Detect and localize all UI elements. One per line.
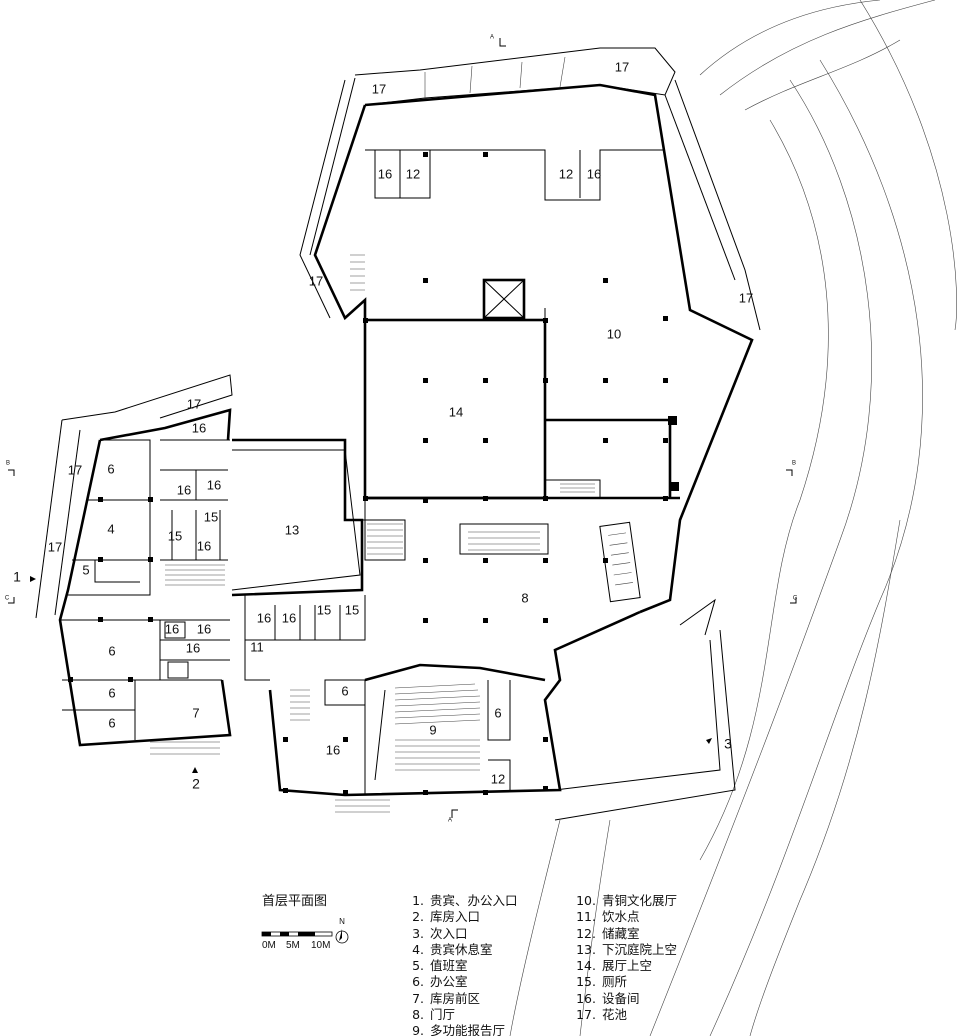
legend-item: 14.展厅上空 [576, 958, 653, 974]
room-label: 8 [521, 590, 528, 605]
room-label: 17 [615, 59, 629, 74]
exterior-walls [58, 83, 754, 797]
room-label: 9 [429, 722, 436, 737]
north-arrow-icon: N [335, 917, 349, 944]
room-labels: 17 17 17 17 17 17 17 16 12 12 16 10 14 1… [13, 59, 753, 791]
room-label: 12 [406, 166, 420, 181]
section-mark-c-right: C [793, 596, 798, 602]
room-label: 17 [187, 396, 201, 411]
room-label: 16 [192, 420, 206, 435]
legend-item: 17.花池 [576, 1007, 628, 1023]
room-label: 16 [207, 477, 221, 492]
room-label: 4 [107, 521, 114, 536]
section-mark-a-bottom: A [448, 818, 452, 824]
entrance-label: 3 [724, 736, 732, 752]
room-label: 6 [107, 461, 114, 476]
room-label: 12 [559, 166, 573, 181]
room-label: 15 [168, 528, 182, 543]
room-label: 6 [108, 685, 115, 700]
legend-item: 7.库房前区 [412, 990, 481, 1006]
plan-title: 首层平面图 [262, 894, 328, 909]
legend-item: 10.青铜文化展厅 [576, 893, 678, 908]
scale-label-0: 0M [262, 940, 276, 951]
room-label: 6 [108, 643, 115, 658]
room-label: 16 [587, 166, 601, 181]
scale-label-5: 5M [286, 940, 300, 951]
room-label: 16 [197, 538, 211, 553]
room-label: 12 [491, 771, 505, 786]
section-marks: A A B B C C [5, 35, 798, 824]
legend-left: 1.贵宾、办公入口 2.库房入口 3.次入口 4.贵宾休息室 5.值班室 6.办… [398, 893, 518, 1036]
room-label: 7 [192, 705, 199, 720]
legend-item: 2.库房入口 [412, 909, 481, 925]
room-label: 14 [449, 404, 463, 419]
stairs-escalators [150, 254, 641, 813]
room-label: 16 [197, 621, 211, 636]
section-mark-c-left: C [5, 596, 10, 602]
legend-item: 5.值班室 [412, 958, 468, 974]
legend-item: 12.储藏室 [576, 925, 640, 941]
section-mark-a-top: A [490, 35, 494, 41]
room-label: 17 [68, 462, 82, 477]
room-label: 17 [48, 539, 62, 554]
scale-label-10: 10M [311, 940, 331, 951]
legend-item: 4.贵宾休息室 [412, 941, 493, 957]
entrance-arrows [30, 576, 712, 773]
room-label: 16 [177, 482, 191, 497]
core-element [164, 278, 526, 679]
legend-item: 3.次入口 [412, 925, 468, 941]
room-label: 17 [309, 273, 323, 288]
legend-item: 16.设备间 [576, 990, 640, 1006]
legend-item: 15.厕所 [576, 974, 628, 990]
room-label: 6 [494, 705, 501, 720]
north-label: N [339, 917, 345, 926]
room-label: 15 [345, 602, 359, 617]
section-mark-b-left: B [6, 461, 10, 467]
room-label: 6 [341, 683, 348, 698]
room-label: 6 [108, 715, 115, 730]
room-label: 17 [372, 81, 386, 96]
section-mark-b-right: B [792, 461, 796, 467]
interior-walls [60, 149, 680, 795]
room-label: 5 [82, 562, 89, 577]
room-label: 10 [607, 326, 621, 341]
room-label: 16 [257, 610, 271, 625]
columns [68, 152, 679, 795]
room-label: 16 [282, 610, 296, 625]
site-contours [509, 0, 957, 1036]
legend-item: 1.贵宾、办公入口 [412, 893, 518, 908]
planters [35, 47, 761, 821]
auditorium-seats [394, 683, 481, 771]
legend-right: 10.青铜文化展厅 11.饮水点 12.储藏室 13.下沉庭院上空 14.展厅上… [570, 893, 677, 1023]
scale-bar [261, 931, 333, 937]
room-label: 15 [204, 509, 218, 524]
room-label: 16 [186, 640, 200, 655]
room-label: 13 [285, 522, 299, 537]
room-label: 16 [378, 166, 392, 181]
entrance-label: 1 [13, 569, 21, 585]
legend-item: 8.门厅 [412, 1007, 456, 1023]
room-label: 11 [250, 639, 264, 654]
legend-item: 9.多功能报告厅 [412, 1023, 506, 1036]
legend-item: 11.饮水点 [576, 909, 640, 925]
room-label: 16 [326, 742, 340, 757]
legend-item: 6.办公室 [412, 974, 468, 990]
room-label: 16 [165, 621, 179, 636]
room-label: 17 [739, 290, 753, 305]
entrance-label: 2 [192, 776, 200, 792]
legend-item: 13.下沉庭院上空 [576, 941, 678, 957]
room-label: 15 [317, 602, 331, 617]
